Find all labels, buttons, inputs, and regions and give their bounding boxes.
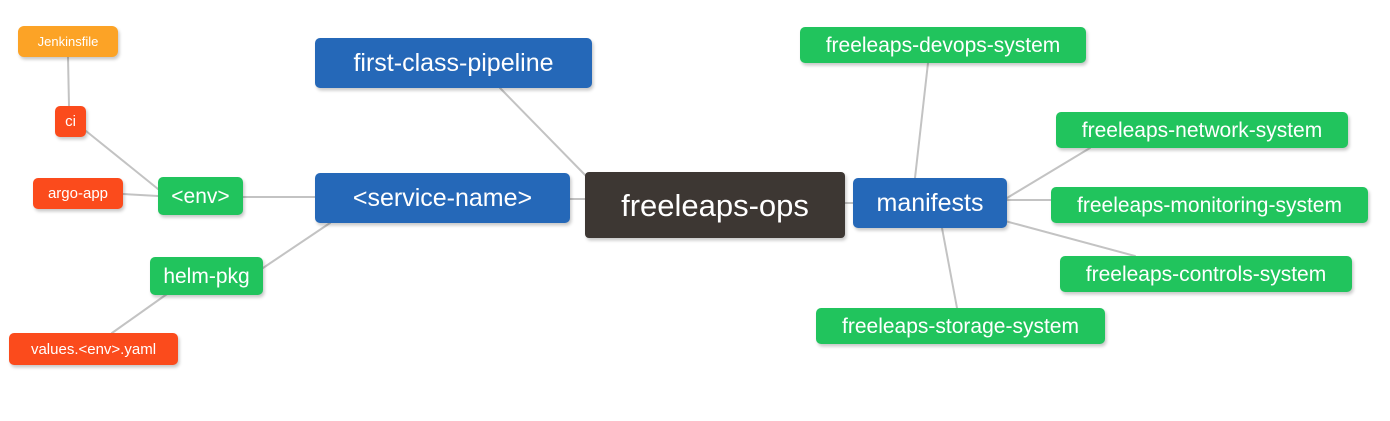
node-label: freeleaps-devops-system [825,33,1061,57]
edge-helm-pkg-to-values-env-yaml [111,293,168,334]
node-label: <env> [171,184,230,208]
node-env[interactable]: <env> [158,177,243,215]
node-freeleaps-monitoring-system[interactable]: freeleaps-monitoring-system [1051,187,1368,223]
node-first-class-pipeline[interactable]: first-class-pipeline [315,38,592,88]
edge-ci-to-jenkinsfile [67,56,70,107]
edge-env-to-argo-app [122,193,159,197]
edge-manifests-to-freeleaps-controls-system [1004,220,1136,257]
node-manifests[interactable]: manifests [853,178,1007,228]
node-label: freeleaps-controls-system [1085,262,1327,286]
edge-freeleaps-ops-to-first-class-pipeline [499,87,589,179]
edge-manifests-to-freeleaps-devops-system [914,62,929,179]
node-freeleaps-controls-system[interactable]: freeleaps-controls-system [1060,256,1352,292]
node-label: freeleaps-monitoring-system [1077,193,1342,217]
edge-service-name-to-helm-pkg [262,222,331,269]
node-freeleaps-storage-system[interactable]: freeleaps-storage-system [816,308,1105,344]
node-freeleaps-devops-system[interactable]: freeleaps-devops-system [800,27,1086,63]
node-service-name[interactable]: <service-name> [315,173,570,223]
node-label: <service-name> [352,183,533,212]
node-jenkinsfile[interactable]: Jenkinsfile [18,26,118,57]
node-freeleaps-ops[interactable]: freeleaps-ops [585,172,845,238]
node-label: freeleaps-network-system [1081,118,1323,142]
node-label: values.<env>.yaml [30,340,157,358]
node-label: Jenkinsfile [37,34,99,49]
node-helm-pkg[interactable]: helm-pkg [150,257,263,295]
edge-manifests-to-freeleaps-storage-system [941,227,958,309]
node-label: first-class-pipeline [353,48,554,77]
node-label: freeleaps-storage-system [842,314,1079,338]
node-label: argo-app [47,185,109,202]
node-label: ci [65,113,76,130]
node-label: manifests [876,188,984,217]
node-ci[interactable]: ci [55,106,86,137]
node-label: freeleaps-ops [621,187,809,223]
node-argo-app[interactable]: argo-app [33,178,123,209]
node-values-env-yaml[interactable]: values.<env>.yaml [9,333,178,365]
node-freeleaps-network-system[interactable]: freeleaps-network-system [1056,112,1348,148]
node-label: helm-pkg [163,264,250,288]
